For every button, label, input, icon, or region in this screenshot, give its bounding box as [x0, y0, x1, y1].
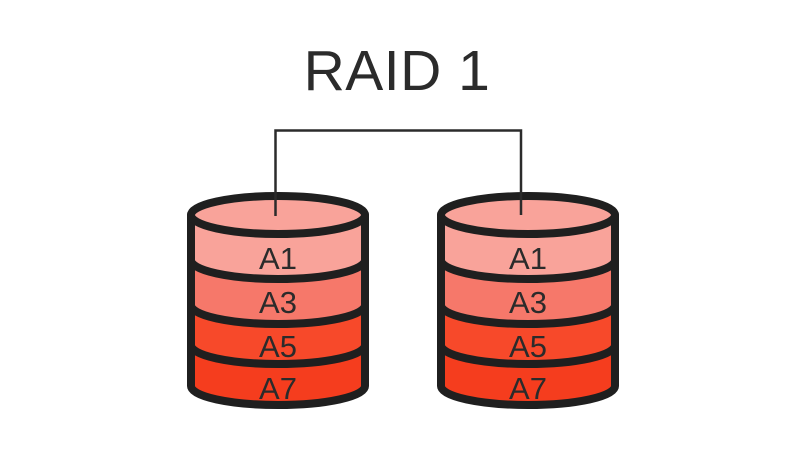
disk-1-block-a1: [191, 215, 365, 279]
disk-2-outline: [437, 211, 619, 409]
disk-1-label-a1: A1: [259, 241, 297, 276]
disk-1-label-a3: A3: [259, 285, 297, 320]
disk-1-separator-2: [187, 304, 369, 328]
disk-2-separator-3: [437, 344, 619, 368]
disk-1-top-ellipse: [187, 192, 369, 238]
disk-2-block-a7: [441, 345, 615, 405]
disk-2-top-ellipse: [437, 192, 619, 238]
disk-2-separator-1: [437, 259, 619, 283]
disk-1-label-a7: A7: [259, 371, 297, 406]
diagram-title: RAID 1: [304, 39, 491, 103]
disk-2-block-a3: [441, 260, 615, 324]
disk-1-separator-1: [187, 259, 369, 283]
disk-1-block-a7: [191, 345, 365, 405]
disk-1-separator-3: [187, 344, 369, 368]
disk-2: A1 A3 A5 A7: [437, 192, 619, 409]
disk-2-label-a5: A5: [509, 329, 547, 364]
disk-1: A1 A3 A5 A7: [187, 192, 369, 409]
disk-2-label-a7: A7: [509, 371, 547, 406]
disk-1-label-a5: A5: [259, 329, 297, 364]
disk-2-block-a1: [441, 215, 615, 279]
disk-1-block-a5: [191, 305, 365, 364]
disk-2-label-a1: A1: [509, 241, 547, 276]
disk-2-block-a5: [441, 305, 615, 364]
mirror-connector-line: [274, 129, 523, 216]
disk-2-label-a3: A3: [509, 285, 547, 320]
disk-1-outline: [187, 211, 369, 409]
disk-2-separator-2: [437, 304, 619, 328]
disk-1-block-a3: [191, 260, 365, 324]
